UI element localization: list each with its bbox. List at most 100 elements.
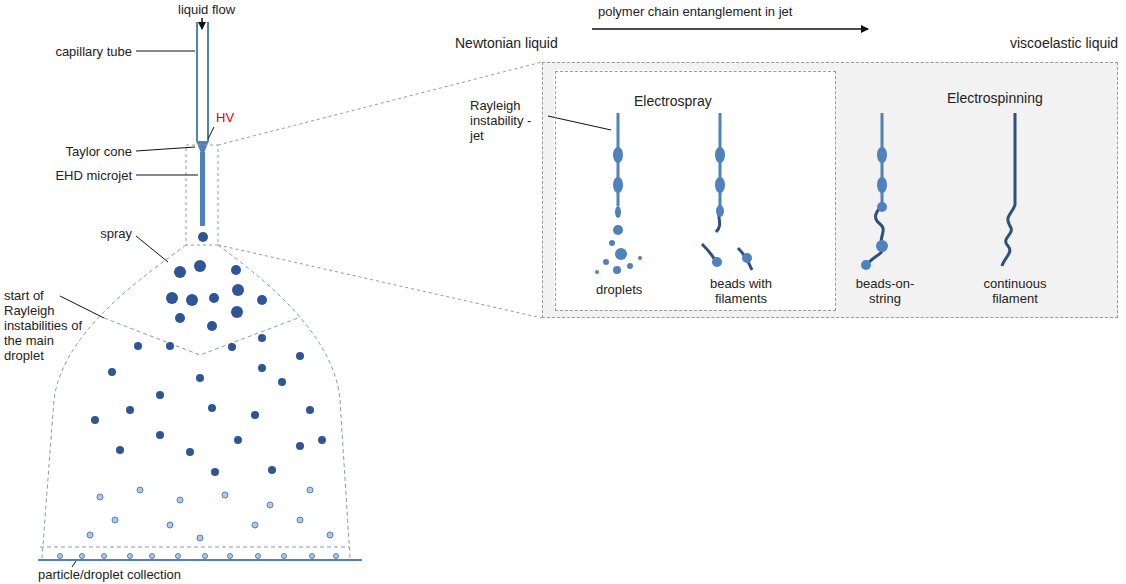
droplet: [615, 248, 627, 260]
zoom-line: [218, 245, 542, 318]
droplet: [177, 497, 183, 503]
droplet: [231, 306, 243, 318]
text-label: viscoelastic liquid: [1010, 36, 1118, 51]
leader-line: [136, 147, 195, 151]
bead: [742, 253, 752, 263]
text-label: beads with filaments: [700, 276, 782, 306]
bead: [861, 260, 871, 270]
droplet: [194, 260, 206, 272]
jet-beads-on-string: [861, 113, 888, 270]
leader-line: [136, 236, 168, 262]
droplet: [252, 522, 258, 528]
bead: [712, 257, 722, 267]
droplet: [126, 406, 134, 414]
ehd-microjet: [200, 152, 205, 226]
electrospray-panel: Electrospray: [555, 71, 836, 311]
leader-line: [60, 296, 104, 318]
droplet: [282, 554, 287, 559]
droplet: [186, 448, 194, 456]
bead: [877, 147, 887, 163]
bead: [613, 177, 623, 193]
droplet: [334, 554, 339, 559]
droplet: [268, 466, 276, 474]
droplet: [108, 368, 116, 376]
droplet: [310, 554, 315, 559]
droplet: [186, 294, 198, 306]
droplet: [258, 334, 266, 342]
droplet: [296, 442, 304, 450]
droplet: [306, 406, 314, 414]
text-label: Taylor cone: [20, 144, 132, 159]
droplet: [91, 416, 99, 424]
droplet: [613, 225, 623, 235]
droplet: [196, 374, 204, 382]
collector: [38, 559, 362, 561]
text-label: Newtonian liquid: [455, 36, 558, 51]
droplet: [267, 502, 273, 508]
jet-droplets: [595, 113, 642, 274]
capillary-wall: [207, 22, 209, 141]
droplet: [318, 436, 326, 444]
text-label: HV: [216, 110, 234, 125]
text-label: continuous filament: [970, 276, 1060, 306]
droplet: [609, 240, 615, 246]
droplet: [102, 554, 107, 559]
droplet: [150, 554, 155, 559]
droplet: [156, 431, 164, 439]
droplet: [222, 492, 228, 498]
spray-envelope: [218, 245, 350, 558]
text-label: particle/droplet collection: [38, 567, 181, 582]
droplet: [167, 522, 173, 528]
flow-arrow: [201, 18, 203, 29]
bead: [716, 205, 724, 217]
droplet: [638, 256, 642, 260]
droplet: [327, 532, 333, 538]
droplet: [595, 270, 599, 274]
text-label: beads-on-string: [845, 276, 925, 306]
text-label: droplets: [596, 282, 642, 297]
leader-line: [548, 116, 611, 130]
droplet: [175, 313, 185, 323]
zoom-box: [186, 145, 218, 245]
droplet: [128, 554, 133, 559]
droplet: [116, 446, 124, 454]
droplet: [627, 263, 633, 269]
droplet: [297, 517, 303, 523]
text-label: liquid flow: [178, 2, 235, 17]
droplet: [296, 352, 304, 360]
main-droplet: [198, 232, 208, 242]
droplet: [174, 266, 186, 278]
bead: [613, 147, 623, 163]
droplet: [207, 321, 217, 331]
bead: [615, 206, 621, 218]
bead: [876, 240, 888, 252]
text-label: Rayleigh instability - jet: [470, 98, 546, 143]
droplet: [228, 554, 233, 559]
droplet: [613, 266, 621, 274]
text-label: spray: [20, 226, 132, 241]
panel-title: Electrospinning: [947, 91, 1043, 106]
droplet: [603, 259, 609, 265]
droplet: [211, 468, 219, 476]
text-label: capillary tube: [20, 44, 132, 59]
droplet: [176, 554, 181, 559]
inner-panel-ground: [554, 70, 835, 310]
droplet: [278, 378, 286, 386]
panel-ground: [542, 62, 1118, 318]
droplet: [80, 554, 85, 559]
droplet: [257, 295, 267, 305]
droplet: [232, 284, 244, 296]
droplet: [197, 535, 203, 541]
droplet: [208, 404, 216, 412]
spray-droplets: [58, 260, 339, 559]
instability-front: [104, 318, 298, 355]
capillary-wall: [196, 22, 198, 141]
bead: [877, 177, 887, 193]
leader-line: [136, 175, 198, 176]
droplet: [307, 487, 313, 493]
collection-zone: [40, 547, 350, 548]
taylor-cone: [196, 141, 209, 153]
bead: [877, 202, 887, 212]
droplet: [166, 342, 174, 350]
panel-title: Electrospray: [634, 94, 712, 109]
